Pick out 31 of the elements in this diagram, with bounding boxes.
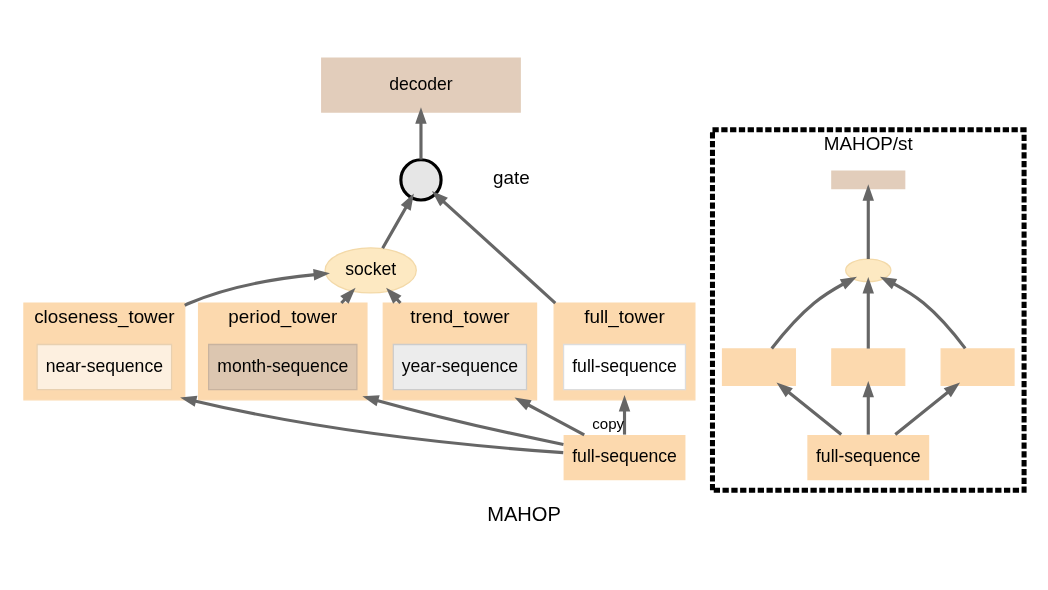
arrow: [770, 276, 857, 349]
node-box: full-sequence: [562, 343, 687, 390]
node-box: year-sequence: [392, 343, 528, 390]
caption: MAHOP: [487, 502, 561, 525]
node-box: near-sequence: [36, 343, 173, 390]
arrow: [362, 394, 564, 446]
arrow: [381, 193, 414, 249]
node-label: gate: [493, 166, 530, 188]
node-box: [721, 347, 797, 386]
arrow: [415, 106, 427, 159]
node-circle: [399, 157, 443, 202]
arrow: [862, 380, 874, 435]
node-ellipse: [845, 257, 892, 282]
node-box: full-sequence: [807, 434, 930, 480]
node-ellipse: socket: [324, 246, 417, 294]
arrow: [184, 268, 330, 307]
node-box: [831, 347, 906, 386]
node-box: [831, 170, 906, 189]
arrow: [894, 382, 961, 436]
arrow: [862, 183, 874, 259]
node-box: [940, 347, 1015, 386]
arrow: [431, 190, 557, 304]
node-box: decoder: [321, 56, 521, 113]
arrow: [776, 382, 843, 436]
node-box: full-sequence: [563, 434, 686, 480]
arrow: [879, 276, 967, 349]
arrow: [180, 395, 564, 454]
arrow: [618, 394, 631, 435]
arrow: [514, 397, 585, 436]
arrow: [862, 276, 874, 349]
node-box: month-sequence: [208, 343, 358, 390]
